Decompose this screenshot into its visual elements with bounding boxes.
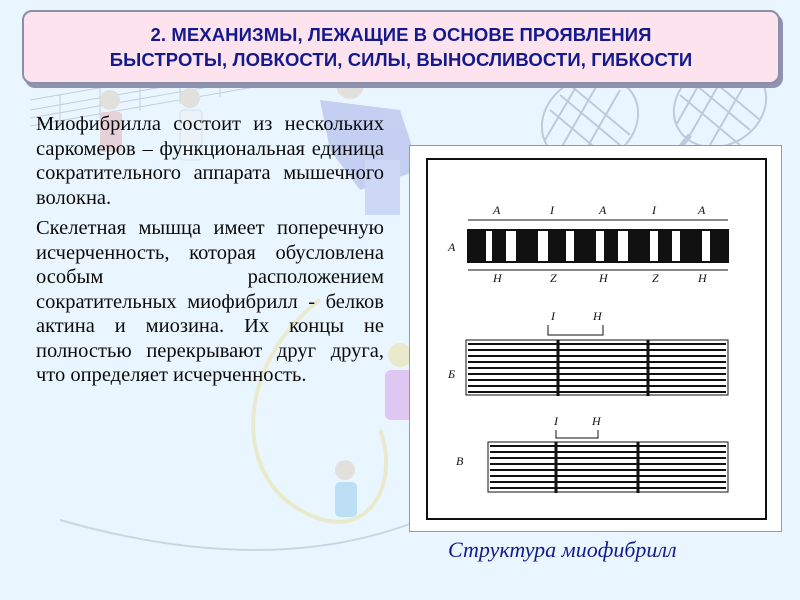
title-banner: 2. МЕХАНИЗМЫ, ЛЕЖАЩИЕ В ОСНОВЕ ПРОЯВЛЕНИ… — [22, 10, 780, 84]
paragraph-myofibril: Миофибрилла состоит из нескольких сарком… — [36, 113, 384, 209]
panel-a-top-label: I — [549, 203, 555, 217]
panel-c-filaments — [487, 430, 729, 493]
panel-c-top-label: Н — [591, 414, 602, 428]
panel-a-top-label: I — [651, 203, 657, 217]
panel-a-bottom-label: Z — [550, 271, 557, 285]
panel-a-bottom-label: Н — [598, 271, 609, 285]
panel-b-filaments — [465, 325, 729, 396]
volleyball-net-icon — [29, 59, 261, 127]
panel-a-bottom-label: Н — [697, 271, 708, 285]
panel-b-top-label: I — [550, 309, 556, 323]
title-line-2: БЫСТРОТЫ, ЛОВКОСТИ, СИЛЫ, ВЫНОСЛИВОСТИ, … — [109, 49, 693, 70]
panel-a-letter: А — [447, 240, 456, 254]
panel-a-bottom-label: Z — [652, 271, 659, 285]
figure-skater-icon — [59, 460, 421, 551]
panel-a-top-label: А — [598, 203, 607, 217]
panel-a-top-label: А — [697, 203, 706, 217]
figure-frame: А А I А I А Н Z Н Z Н Б I Н В — [426, 158, 767, 520]
panel-a-striations — [467, 229, 729, 263]
title-line-1: 2. МЕХАНИЗМЫ, ЛЕЖАЩИЕ В ОСНОВЕ ПРОЯВЛЕНИ… — [150, 24, 652, 45]
myofibril-figure: А А I А I А Н Z Н Z Н Б I Н В — [409, 145, 782, 532]
panel-c-letter: В — [456, 454, 464, 468]
body-text: Миофибрилла состоит из нескольких сарком… — [36, 112, 384, 388]
panel-c-top-label: I — [553, 414, 559, 428]
panel-b-letter: Б — [447, 367, 455, 381]
gymnast-with-ribbon-icon — [251, 298, 415, 524]
panel-a-top-label: А — [492, 203, 501, 217]
panel-a-bottom-label: Н — [492, 271, 503, 285]
myofibril-diagram: А А I А I А Н Z Н Z Н Б I Н В — [447, 203, 729, 493]
panel-b-top-label: Н — [592, 309, 603, 323]
figure-caption: Структура миофибрилл — [448, 537, 677, 562]
paragraph-skeletal-muscle: Скелетная мышца имеет поперечную исчерче… — [36, 217, 384, 386]
